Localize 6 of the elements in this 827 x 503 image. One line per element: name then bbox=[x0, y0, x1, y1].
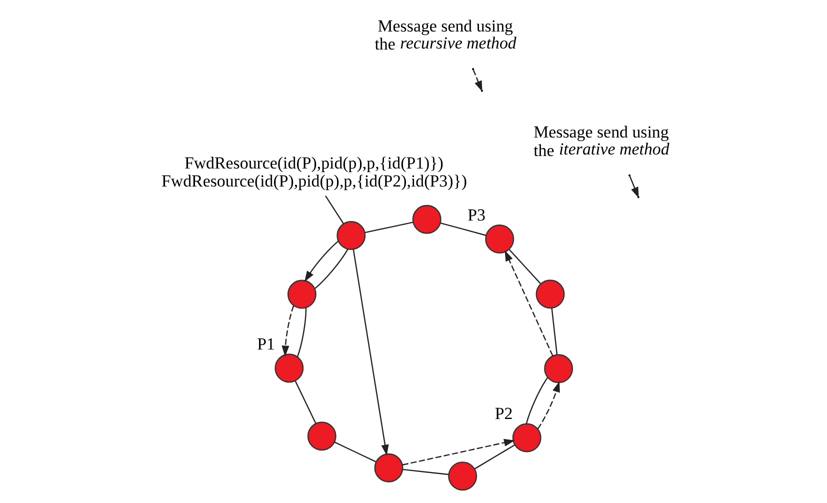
legend-label: Message send using the iterative method bbox=[533, 122, 669, 160]
node-label: P1 bbox=[256, 334, 275, 354]
node-text: FwdResource(id(P),pid(p),p,{id(P1)}) FwdResource(id(P),pid(p),p,{id(P2),id(P3)}) bbox=[161, 153, 466, 190]
legend-label: Message send using the recursive method bbox=[374, 16, 516, 54]
node-label: P2 bbox=[494, 404, 512, 424]
node-label: P3 bbox=[467, 206, 485, 225]
